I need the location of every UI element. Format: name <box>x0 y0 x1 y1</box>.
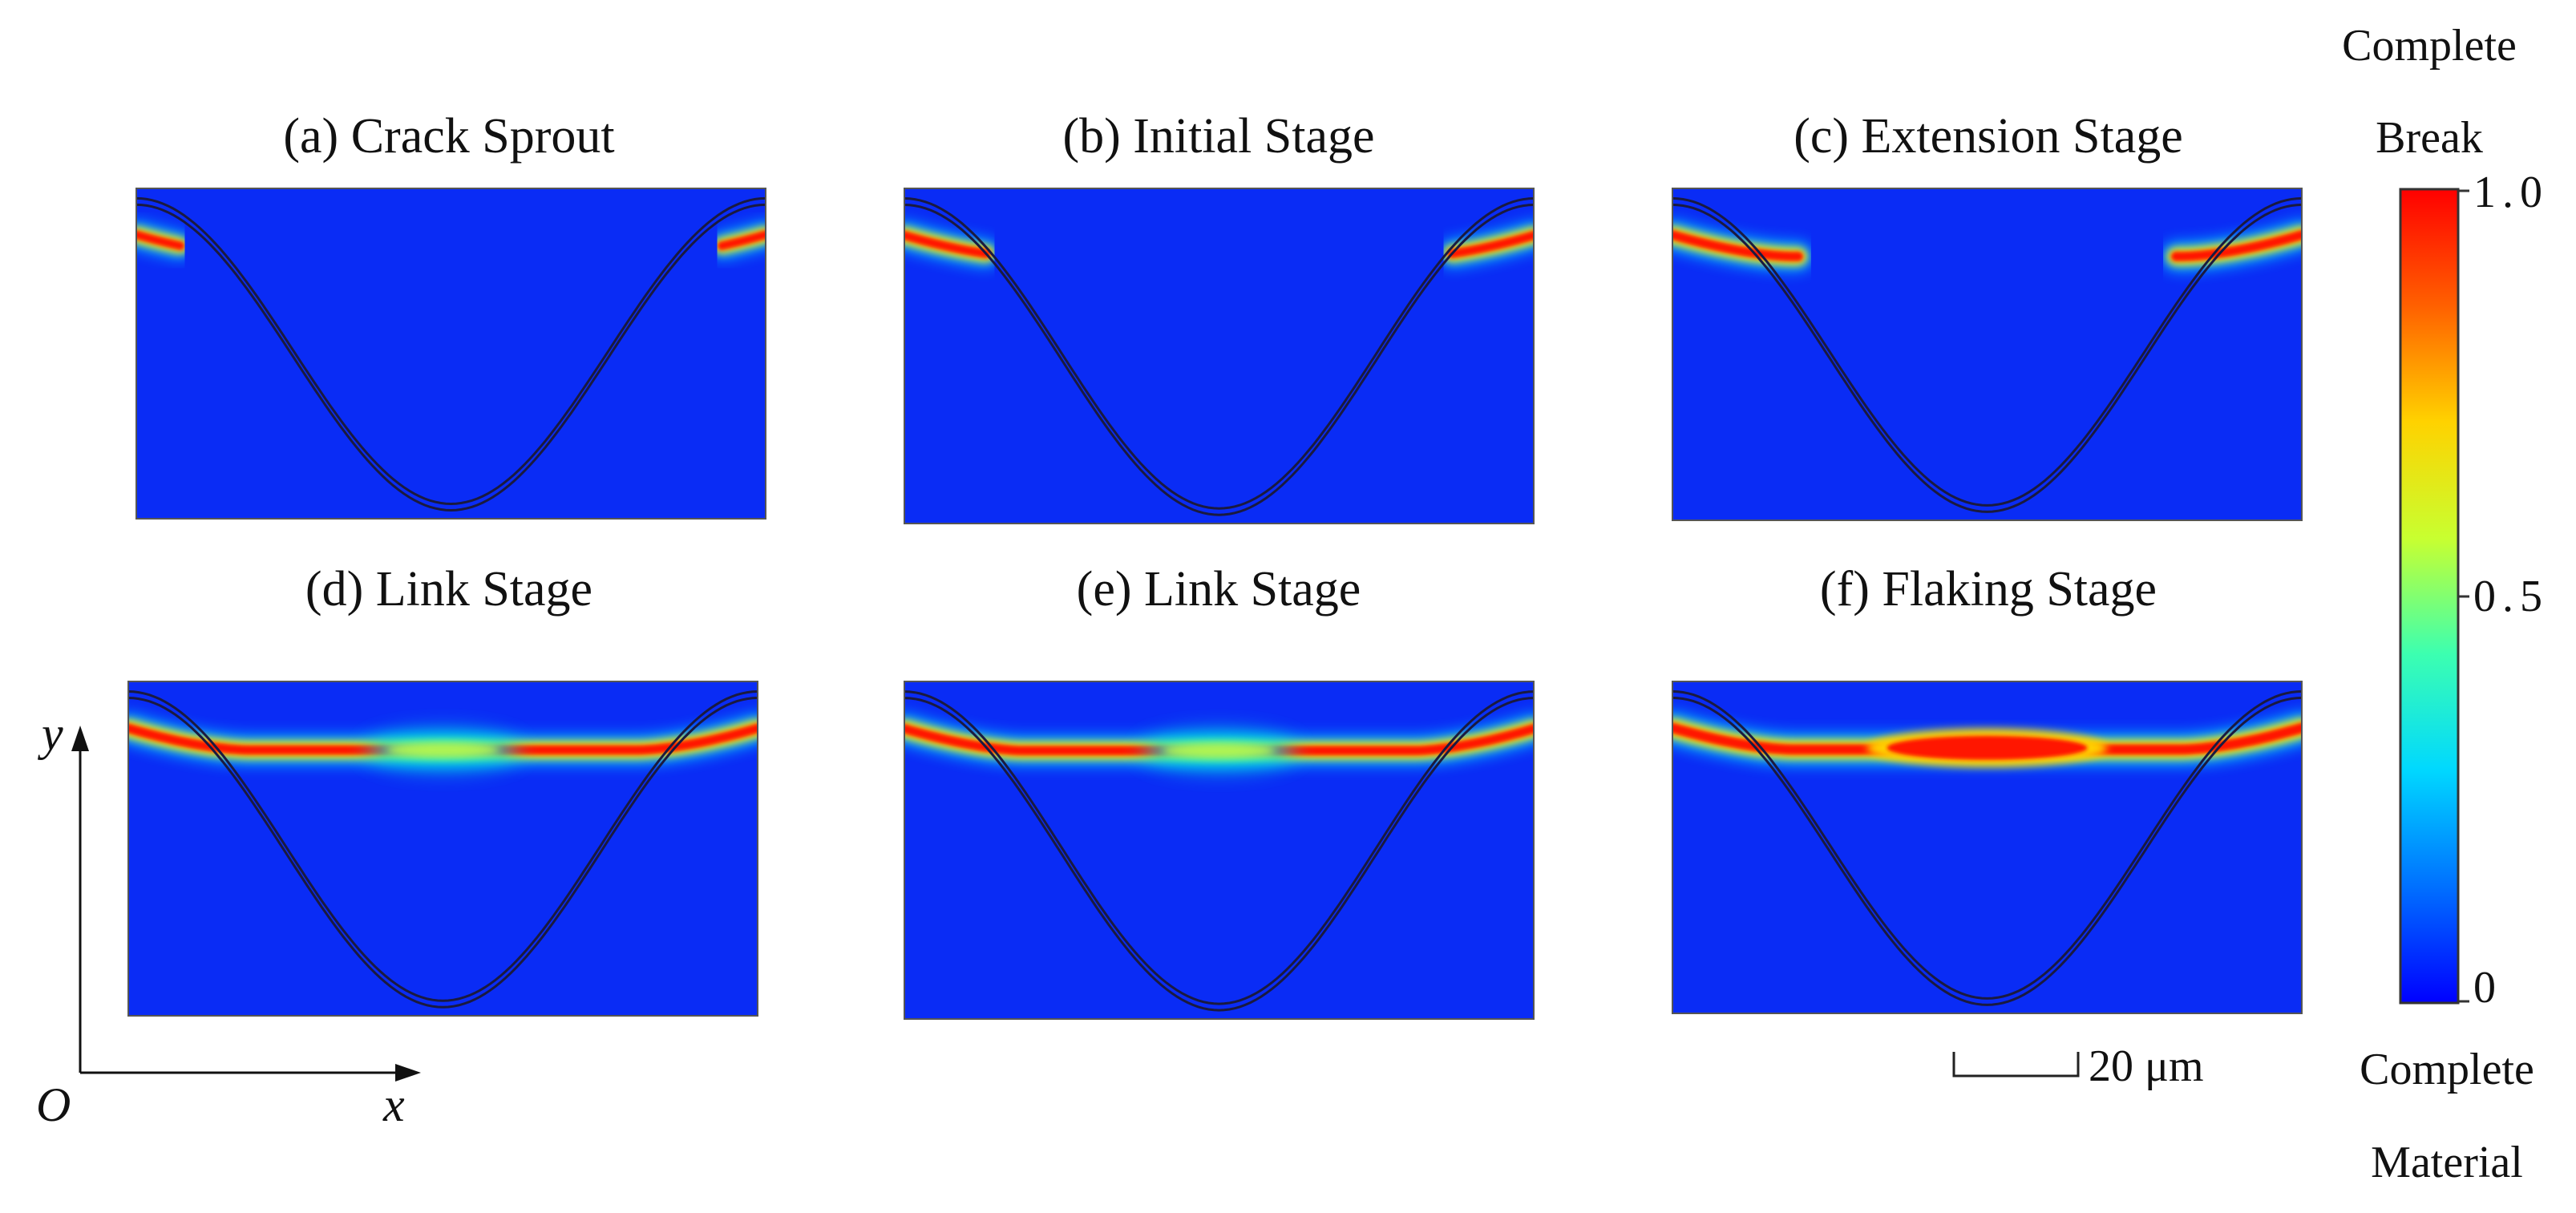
panel-title-f: (f) Flaking Stage <box>1820 562 2157 617</box>
colorbar-tick-label-max: 1.0 <box>2473 168 2549 217</box>
panel-b-field <box>904 188 1535 524</box>
y-axis-arrowhead <box>71 726 89 751</box>
panel-c-field <box>1672 188 2303 521</box>
panel-a-field <box>135 188 766 520</box>
y-axis-label: y <box>37 707 63 760</box>
x-axis-arrowhead <box>395 1064 421 1082</box>
colorbar-top-title-line2: Break <box>2376 113 2483 163</box>
panel-title-d: (d) Link Stage <box>305 562 592 617</box>
panel-e-field <box>904 681 1535 1020</box>
scale-bar-label: 20 μm <box>2089 1041 2204 1091</box>
x-axis-label: x <box>382 1078 405 1131</box>
colorbar <box>2399 188 2460 1005</box>
colorbar-tick-label-mid: 0.5 <box>2473 572 2549 621</box>
panel-f-field <box>1672 681 2303 1014</box>
panel-title-a: (a) Crack Sprout <box>283 109 614 164</box>
panel-title-e: (e) Link Stage <box>1077 562 1361 617</box>
colorbar-top-title-line1: Complete <box>2342 21 2517 71</box>
colorbar-tick-label-min: 0 <box>2473 963 2496 1013</box>
origin-label: O <box>36 1078 71 1131</box>
panel-d-field <box>127 681 758 1017</box>
colorbar-bottom-title-line1: Complete <box>2360 1045 2534 1094</box>
scale-bar <box>1952 1052 2080 1078</box>
panel-title-b: (b) Initial Stage <box>1062 109 1374 164</box>
panel-title-c: (c) Extension Stage <box>1793 109 2183 164</box>
colorbar-bottom-title-line2: Material <box>2371 1138 2523 1187</box>
